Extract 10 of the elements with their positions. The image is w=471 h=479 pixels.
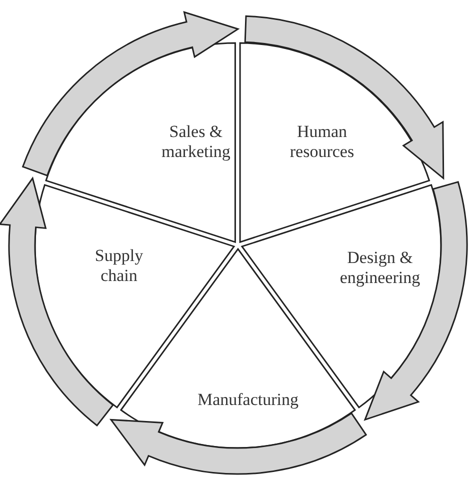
- segment-label: Supply chain: [94, 246, 144, 286]
- curved-arrow: [0, 178, 114, 426]
- curved-arrow: [22, 11, 239, 176]
- curved-arrow: [110, 412, 367, 475]
- segment-label: Manufacturing: [196, 390, 300, 410]
- segment-label: Design & engineering: [338, 248, 422, 288]
- curved-arrow: [244, 15, 444, 180]
- segment-label: Sales & marketing: [160, 122, 232, 162]
- curved-arrow: [364, 181, 468, 420]
- segment-label: Human resources: [288, 122, 356, 162]
